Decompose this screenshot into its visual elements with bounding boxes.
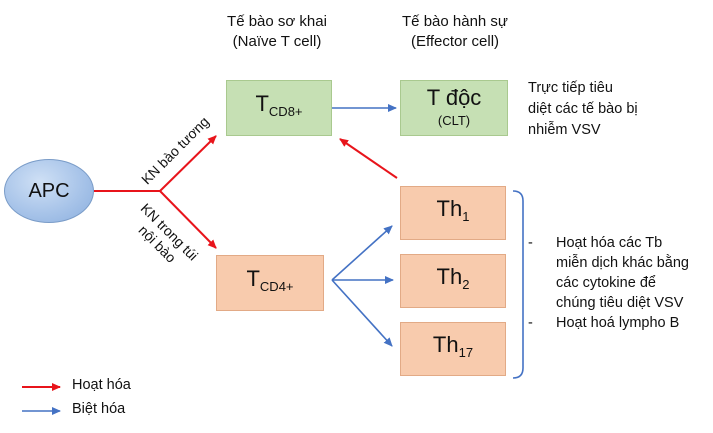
legend-activation-label: Hoạt hóa: [72, 377, 131, 393]
tcd4-label: TCD4+: [246, 266, 294, 295]
th-function-list: - Hoạt hóa các Tb miễn dịch khác bằng cá…: [526, 233, 712, 333]
bullet-dash: -: [528, 235, 533, 251]
th1-label: Th1: [436, 196, 470, 225]
bullet1-line3: các cytokine để: [556, 275, 656, 291]
naive-header-line1: Tế bào sơ khai: [227, 13, 327, 30]
tdoc-description: Trực tiếp tiêu diệt các tế bào bị nhiễm …: [528, 78, 638, 141]
cd4-to-th17-arrow: [331, 279, 393, 347]
th17-label: Th17: [432, 332, 474, 361]
cd4-to-th1-arrow: [331, 225, 393, 281]
apc-label: APC: [28, 179, 70, 202]
tcd8-label: TCD8+: [255, 91, 303, 120]
tdoc-desc-line2: diệt các tế bào bị: [528, 101, 638, 117]
th-group-bracket: [512, 190, 524, 379]
th17-node: Th17: [400, 322, 506, 376]
bullet1-line4: chúng tiêu diệt VSV: [556, 295, 684, 311]
effector-header-line2: (Effector cell): [410, 33, 500, 50]
tdoc-label: T độc: [426, 85, 482, 110]
th1-to-cd8-arrow: [339, 138, 398, 179]
bullet2-line1: Hoạt hoá lympho B: [556, 315, 680, 331]
fork-to-cd4-arrow: [159, 190, 217, 249]
th2-node: Th2: [400, 254, 506, 308]
legend-differentiation-label: Biệt hóa: [72, 401, 126, 417]
effector-header-line1: Tế bào hành sự: [402, 13, 508, 30]
th2-label: Th2: [436, 264, 470, 293]
th-function-item-1: - Hoạt hóa các Tb miễn dịch khác bằng cá…: [526, 233, 712, 313]
bullet-dash: -: [528, 315, 533, 331]
bullet1-line2: miễn dịch khác bằng: [556, 255, 689, 271]
tdoc-desc-line3: nhiễm VSV: [528, 122, 601, 138]
th1-node: Th1: [400, 186, 506, 240]
fork-to-cd8-arrow: [159, 135, 217, 192]
tdoc-node: T độc (CLT): [400, 80, 508, 136]
tdoc-sublabel: (CLT): [437, 113, 471, 128]
effector-header: Tế bào hành sự (Effector cell): [380, 12, 530, 52]
tdoc-desc-line1: Trực tiếp tiêu: [528, 80, 613, 96]
bullet1-line1: Hoạt hóa các Tb: [556, 235, 663, 251]
naive-header-line2: (Naïve T cell): [232, 33, 322, 50]
apc-node: APC: [4, 159, 94, 223]
naive-header: Tế bào sơ khai (Naïve T cell): [202, 12, 352, 52]
tcd8-node: TCD8+: [226, 80, 332, 136]
tcd4-node: TCD4+: [216, 255, 324, 311]
th-function-item-2: - Hoạt hoá lympho B: [526, 313, 712, 333]
